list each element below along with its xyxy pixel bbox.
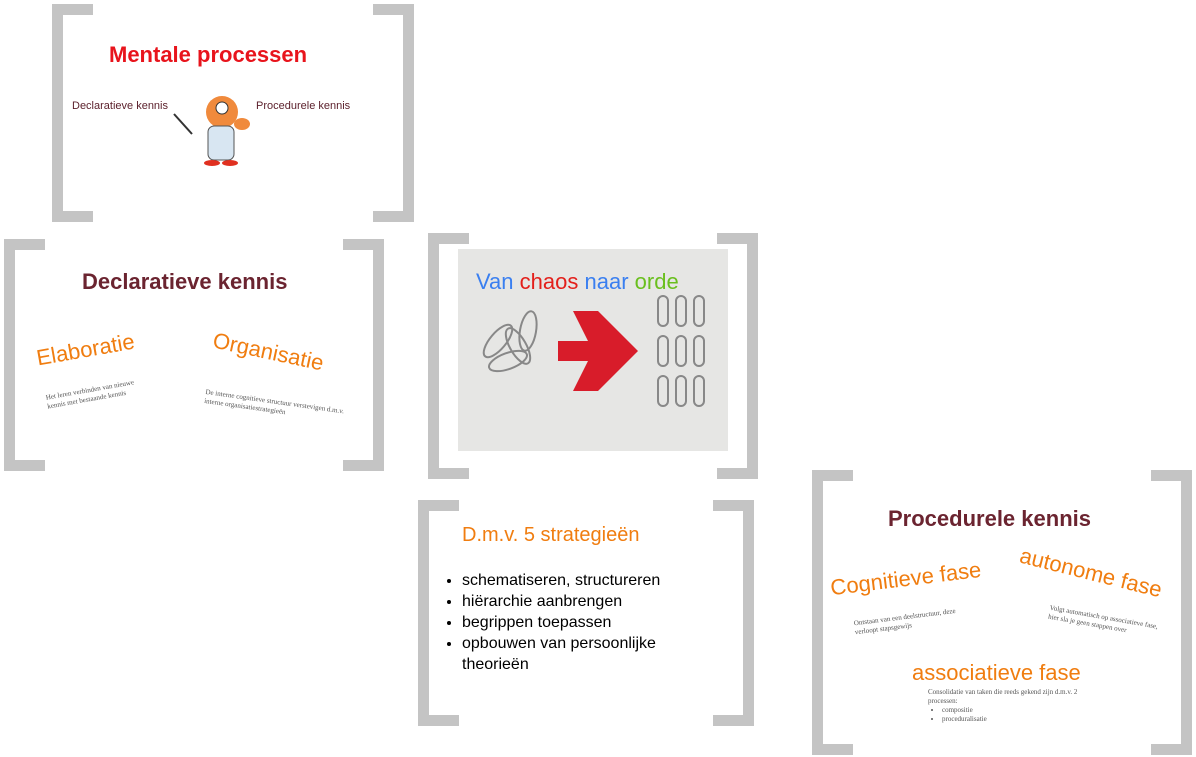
paperclips-arrow-icon [482, 295, 705, 407]
word-van: Van [476, 269, 514, 294]
bracket-left [812, 470, 853, 755]
bracket-left [52, 4, 93, 222]
slide-title: Mentale processen [109, 42, 308, 67]
slide-chaos-orde[interactable]: Van chaos naar orde [428, 233, 758, 479]
list-item: proceduralisatie [942, 715, 1078, 724]
strategy-list: schematiseren, structureren hiërarchie a… [448, 570, 702, 675]
list-item: hiërarchie aanbrengen [462, 591, 702, 612]
heading-autonome-fase: autonome fase [1017, 542, 1165, 603]
professor-cartoon-icon [173, 96, 250, 166]
bracket-right [1151, 470, 1192, 755]
slide-declaratieve-kennis[interactable]: Declaratieve kennis Elaboratie Het leren… [4, 239, 384, 471]
bracket-right [373, 4, 414, 222]
bracket-right [343, 239, 384, 471]
photo-title: Van chaos naar orde [476, 269, 679, 295]
slide-procedurele-kennis[interactable]: Procedurele kennis Cognitieve fase Ontst… [812, 470, 1192, 755]
slide-title: Declaratieve kennis [82, 269, 288, 294]
assoc-description: Consolidatie van taken die reeds gekend … [928, 688, 1078, 705]
text-elaboratie: Het leren verbinden van nieuwe kennis me… [45, 378, 135, 411]
list-item: opbouwen van persoonlijke theorieën [462, 633, 702, 675]
slide-title: Procedurele kennis [888, 506, 1091, 531]
word-chaos: chaos [519, 269, 579, 294]
label-procedureel: Procedurele kennis [256, 100, 351, 112]
text-organisatie: De interne cognitieve structuur verstevi… [203, 387, 345, 417]
slide-strategieen[interactable]: D.m.v. 5 strategieën schematiseren, stru… [418, 500, 754, 726]
heading-elaboratie: Elaboratie [34, 328, 137, 371]
word-naar: naar [584, 269, 629, 294]
text-cognitieve-fase: Ontstaan van een deelstructuur, deze ver… [853, 606, 957, 637]
slide-title: D.m.v. 5 strategieën [462, 524, 640, 546]
list-item: compositie [942, 706, 1078, 715]
heading-associatieve-fase: associatieve fase [912, 660, 1081, 685]
slide-mentale-processen[interactable]: Mentale processen Declaratieve kennis Pr… [52, 4, 414, 222]
bracket-left [4, 239, 45, 471]
bracket-left [418, 500, 459, 726]
word-orde: orde [634, 269, 679, 294]
bracket-left [428, 233, 469, 479]
heading-organisatie: Organisatie [210, 327, 326, 376]
label-declaratief: Declaratieve kennis [72, 100, 168, 112]
bracket-right [713, 500, 754, 726]
bracket-right [717, 233, 758, 479]
text-associatieve-fase: Consolidatie van taken die reeds gekend … [928, 688, 1078, 724]
list-item: schematiseren, structureren [462, 570, 702, 591]
list-item: begrippen toepassen [462, 612, 702, 633]
